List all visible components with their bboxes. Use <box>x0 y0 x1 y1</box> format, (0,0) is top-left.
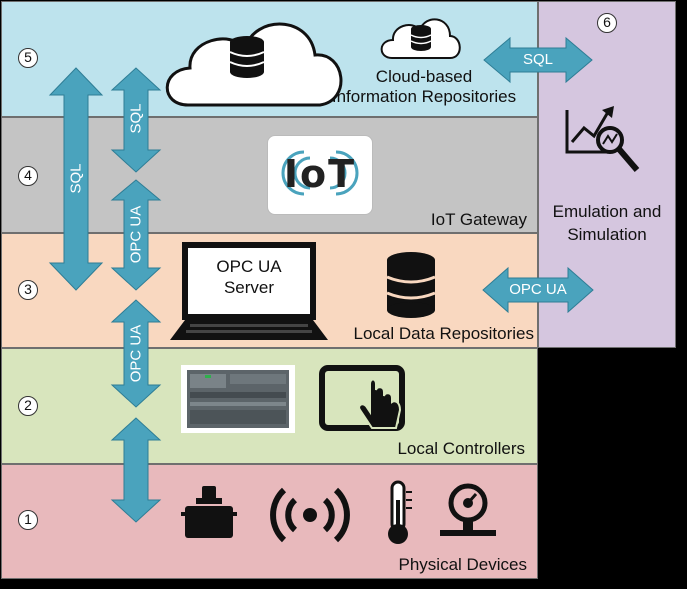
thermometer-icon <box>388 480 412 544</box>
gauge-sensor-icon <box>440 483 496 536</box>
layer-label-physical-devices: Physical Devices <box>398 555 528 574</box>
database-icon <box>386 252 436 318</box>
layer-label-iot-gateway: IoT Gateway <box>430 210 527 229</box>
layer-label-cloud: Cloud-based Information Repositories <box>331 67 517 106</box>
sql-arrow-top <box>110 67 162 173</box>
plc-controller-icon <box>181 365 295 433</box>
opc-arrow-side-label: OPC UA <box>509 281 567 298</box>
opc-arrow-upper-label: OPC UA <box>127 205 145 264</box>
simulation-analysis-icon <box>565 106 640 172</box>
layer-number-5: 5 <box>18 48 38 68</box>
side-number-6: 6 <box>597 13 617 33</box>
sql-arrow-side <box>483 36 593 84</box>
opc-arrow-side <box>482 266 594 314</box>
arrow-controllers-devices <box>110 417 162 523</box>
layer-number-3: 3 <box>18 280 38 300</box>
iot-logo: IoT <box>267 135 373 215</box>
layer-number-1: 1 <box>18 510 38 530</box>
sql-arrow-long-label: SQL <box>67 163 85 194</box>
wireless-sensor-icon <box>270 487 350 543</box>
sql-arrow-top-label: SQL <box>127 103 145 134</box>
sql-arrow-side-label: SQL <box>522 51 553 68</box>
opc-arrow-lower-label: OPC UA <box>127 324 145 383</box>
cloud-icon-small <box>380 18 461 59</box>
layer-label-local-data: Local Data Repositories <box>353 324 534 343</box>
actuator-icon <box>181 486 237 538</box>
monitor-icon <box>170 242 328 340</box>
side-label-emulation: Emulation and Simulation <box>552 202 662 244</box>
cloud-icon-large <box>165 22 343 107</box>
layer-physical-devices <box>1 464 538 579</box>
layer-number-4: 4 <box>18 166 38 186</box>
layer-number-2: 2 <box>18 396 38 416</box>
opc-arrow-lower <box>110 299 162 408</box>
sql-arrow-long <box>48 67 104 291</box>
opc-server-label: OPC UA Server <box>216 257 282 297</box>
layer-label-local-controllers: Local Controllers <box>397 439 525 458</box>
touchscreen-icon <box>319 365 405 431</box>
opc-arrow-upper <box>110 179 162 291</box>
